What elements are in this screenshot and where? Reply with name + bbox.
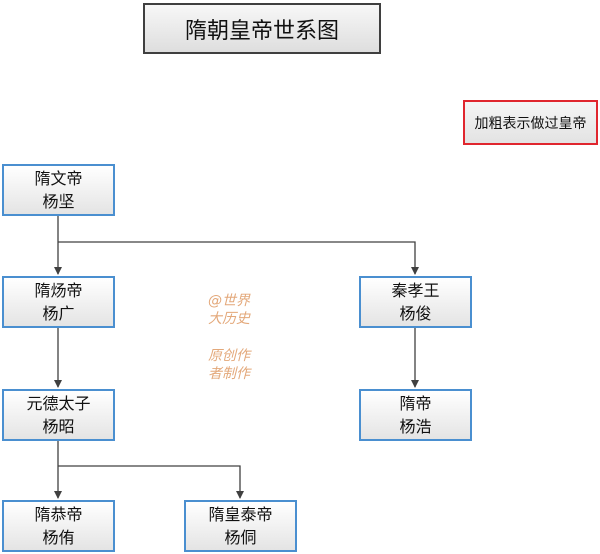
watermark-line-3: 原创作 bbox=[208, 348, 250, 364]
node-name: 杨侗 bbox=[224, 528, 257, 547]
watermark-line-1: @世界 bbox=[208, 293, 250, 309]
watermark-line-4: 者制作 bbox=[208, 366, 250, 382]
node-suidi: 隋帝 杨浩 bbox=[359, 389, 472, 441]
node-huangtai: 隋皇泰帝 杨侗 bbox=[184, 500, 297, 552]
node-name: 杨广 bbox=[42, 304, 75, 323]
node-name: 杨昭 bbox=[42, 417, 75, 436]
node-title: 隋帝 bbox=[399, 394, 432, 413]
watermark-line-2: 大历史 bbox=[208, 311, 250, 327]
connector-wendi-xiaowang bbox=[58, 241, 419, 275]
node-yuande: 元德太子 杨昭 bbox=[2, 389, 115, 441]
node-title: 秦孝王 bbox=[391, 281, 440, 300]
diagram-title: 隋朝皇帝世系图 bbox=[143, 3, 381, 54]
node-name: 杨俊 bbox=[399, 304, 432, 323]
node-name: 杨浩 bbox=[399, 417, 432, 436]
node-name: 杨侑 bbox=[42, 528, 75, 547]
legend-note: 加粗表示做过皇帝 bbox=[463, 100, 598, 145]
node-name: 杨坚 bbox=[42, 192, 75, 211]
node-title: 隋文帝 bbox=[34, 169, 83, 188]
node-xiaowang: 秦孝王 杨俊 bbox=[359, 276, 472, 328]
node-wendi: 隋文帝 杨坚 bbox=[2, 164, 115, 216]
node-title: 元德太子 bbox=[26, 394, 91, 413]
connector-yuande-huangtai bbox=[58, 465, 244, 499]
node-title: 隋皇泰帝 bbox=[208, 505, 273, 524]
node-title: 隋恭帝 bbox=[34, 505, 83, 524]
watermark: @世界 大历史 原创作 者制作 bbox=[194, 292, 264, 383]
node-gongdi: 隋恭帝 杨侑 bbox=[2, 500, 115, 552]
node-title: 隋炀帝 bbox=[34, 281, 83, 300]
node-yangdi: 隋炀帝 杨广 bbox=[2, 276, 115, 328]
